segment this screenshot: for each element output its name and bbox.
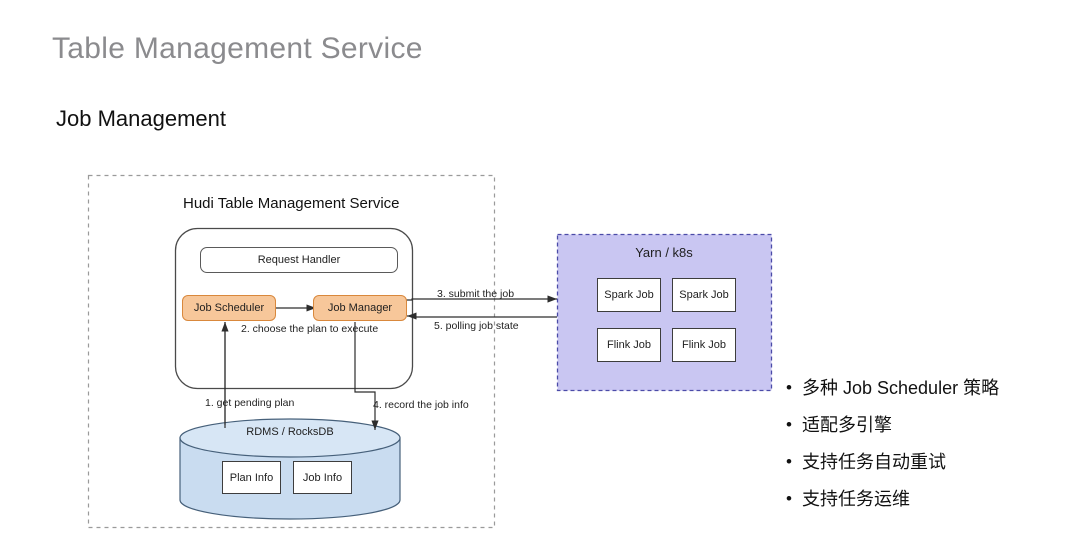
node-request-handler-label: Request Handler	[257, 254, 341, 266]
node-spark-job-2[interactable]: Spark Job	[672, 278, 736, 312]
bullet-marker: •	[786, 378, 792, 397]
node-job-info[interactable]: Job Info	[293, 461, 352, 494]
feature-bullet-list: • 多种 Job Scheduler 策略 • 适配多引擎 • 支持任务自动重试…	[786, 376, 1076, 524]
node-flink-job-2-label: Flink Job	[681, 339, 727, 351]
bullet-text: 适配多引擎	[802, 415, 892, 435]
node-request-handler[interactable]: Request Handler	[200, 247, 398, 273]
node-job-info-label: Job Info	[302, 471, 343, 484]
node-job-scheduler-label: Job Scheduler	[193, 302, 265, 314]
list-item: • 支持任务自动重试	[786, 450, 1076, 474]
flow-label-step4: 4. record the job info	[373, 399, 469, 411]
node-database-label: RDMS / RocksDB	[246, 426, 334, 438]
bullet-text: 多种 Job Scheduler 策略	[802, 378, 1000, 398]
node-spark-job-2-label: Spark Job	[679, 289, 729, 301]
page-title: Table Management Service	[52, 32, 423, 65]
node-flink-job-1[interactable]: Flink Job	[597, 328, 661, 362]
section-title: Job Management	[56, 106, 226, 131]
bullet-text: 支持任务自动重试	[802, 452, 946, 472]
arrow-record-job-info	[354, 322, 379, 430]
flow-label-step1: 1. get pending plan	[205, 397, 295, 409]
node-job-scheduler[interactable]: Job Scheduler	[182, 295, 276, 321]
diagram-heading: Hudi Table Management Service	[183, 195, 400, 212]
list-item: • 适配多引擎	[786, 413, 1076, 437]
node-plan-info-label: Plan Info	[229, 471, 274, 484]
arrow-polling-state	[407, 312, 557, 320]
database-cylinder	[179, 418, 401, 520]
bullet-text: 支持任务运维	[802, 489, 910, 509]
node-plan-info[interactable]: Plan Info	[222, 461, 281, 494]
list-item: • 多种 Job Scheduler 策略	[786, 376, 1076, 400]
node-flink-job-1-label: Flink Job	[606, 339, 652, 351]
flow-label-step2: 2. choose the plan to execute	[241, 323, 379, 335]
list-item: • 支持任务运维	[786, 487, 1076, 511]
bullet-marker: •	[786, 452, 792, 471]
arrow-submit-job	[403, 295, 557, 303]
node-spark-job-1[interactable]: Spark Job	[597, 278, 661, 312]
cluster-boundary	[556, 233, 773, 392]
cluster-label: Yarn / k8s	[635, 245, 693, 260]
bullet-marker: •	[786, 415, 792, 434]
node-flink-job-2[interactable]: Flink Job	[672, 328, 736, 362]
outer-boundary	[87, 174, 496, 529]
bullet-marker: •	[786, 489, 792, 508]
node-job-manager-label: Job Manager	[327, 302, 393, 314]
node-job-manager[interactable]: Job Manager	[313, 295, 407, 321]
flow-label-step3: 3. submit the job	[437, 288, 515, 300]
node-spark-job-1-label: Spark Job	[604, 289, 654, 301]
flow-label-step5: 5. polling job state	[434, 320, 519, 332]
